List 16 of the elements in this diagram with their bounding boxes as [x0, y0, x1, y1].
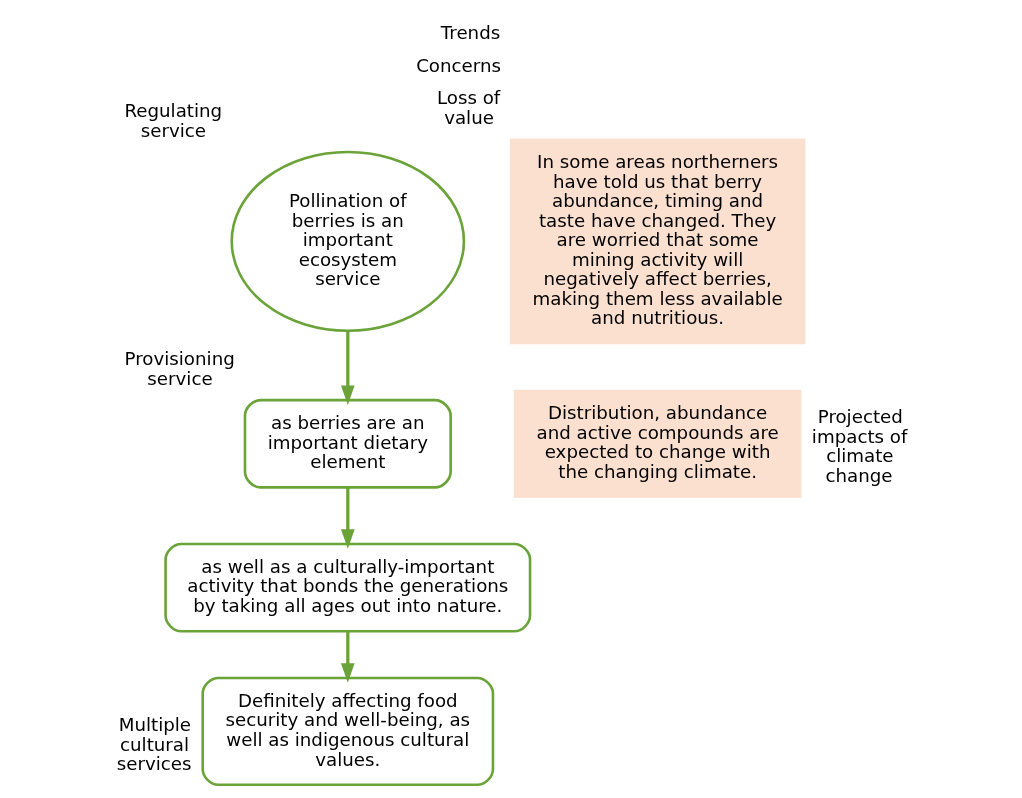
- node-box: Distribution, abundance and active compounds are expected to change with the changing climate.: [513, 389, 801, 498]
- node-label: Projected impacts of climate change: [811, 405, 907, 486]
- node-box: as berries are an important dietary element: [243, 398, 452, 489]
- node-label: Loss of value: [436, 86, 500, 128]
- node-label: Regulating service: [123, 99, 222, 141]
- node-ellipse: Pollination of berries is an important ecosystem service: [229, 150, 465, 332]
- arrow: [340, 486, 355, 549]
- node-label: Provisioning service: [124, 347, 235, 389]
- arrow: [340, 630, 355, 683]
- arrow: [340, 330, 355, 405]
- node-label: Trends: [440, 21, 500, 43]
- node-box: In some areas northerners have told us that berry abundance, timing and taste have changed. They are worried that some mining activity will negatively affect berries, making them less available and nutritious.: [509, 138, 805, 344]
- node-label: Multiple cultural services: [116, 713, 192, 774]
- node-label: Concerns: [415, 54, 501, 76]
- node-box: as well as a culturally-important activity that bonds the generations by taking all ages out into nature.: [163, 542, 531, 632]
- node-box: Definitely affecting food security and well-being, as well as indigenous cultural values.: [200, 676, 494, 786]
